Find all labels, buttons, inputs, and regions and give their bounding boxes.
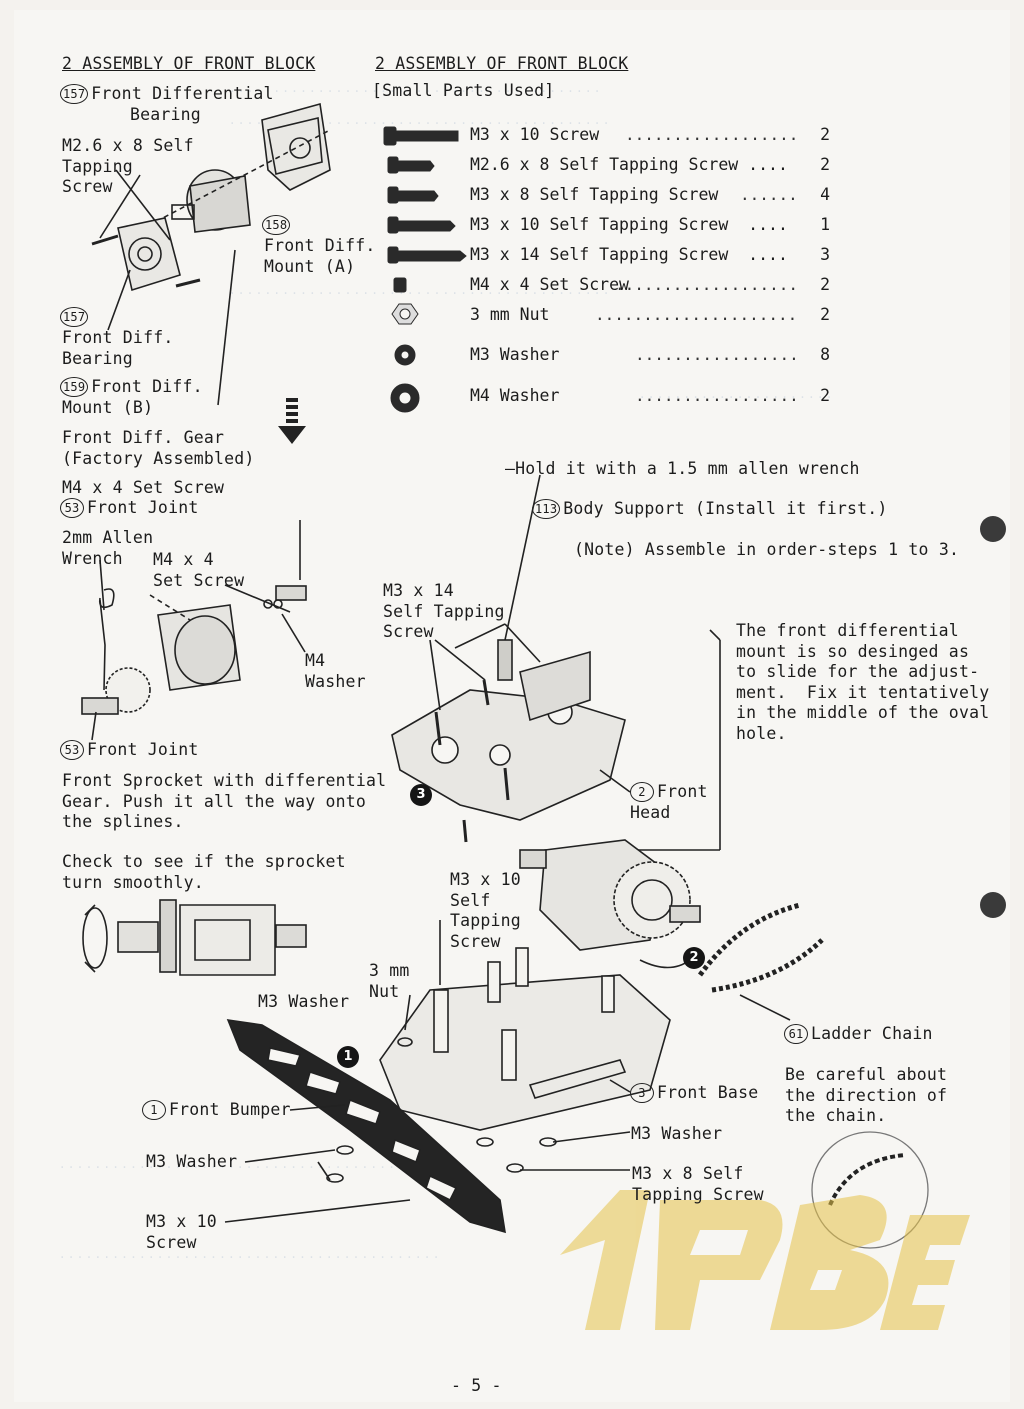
label-text: Front Diff.: [91, 377, 203, 396]
small-parts-title: [Small Parts Used]: [372, 81, 555, 100]
label-m3-washer-top: M3 Washer: [258, 992, 350, 1011]
front-diff-mount-note: The front differential mount is so desin…: [736, 621, 990, 743]
front-base-drawing: [379, 947, 671, 1131]
front-diff-mount-a-drawing: [261, 102, 331, 191]
parts-list-item: M4 Washer...................2: [470, 386, 830, 405]
assemble-order-note: (Note) Assemble in order-steps 1 to 3.: [574, 540, 960, 559]
label-m3-washer-left: M3 Washer: [146, 1152, 238, 1171]
parts-list-item: M3 x 10 Self Tapping Screw ....1: [470, 215, 830, 234]
label-front-diff-bearing-b: 157: [60, 307, 91, 328]
bleed-through-text: · · · · · · · · · · · · · · · · · · · · …: [230, 116, 609, 132]
screw-drawing: [91, 234, 201, 288]
label-mount-b: Mount (B): [62, 398, 154, 417]
part-number-badge: 158: [262, 215, 291, 235]
bleed-through-text: · · · · · · · · · · · · · · · · · · · · …: [60, 1160, 448, 1176]
label-bearing: Bearing: [130, 105, 201, 124]
bleed-through-text: · · · · · · · · · · · · · · · · · · · · …: [640, 390, 832, 406]
label-text: Front Head: [630, 782, 708, 822]
bleed-through-text: · · · · · · · · · · · · · · · · · · · · …: [230, 84, 600, 100]
front-head-drawing: [391, 474, 626, 821]
step-2-badge: 2: [683, 947, 705, 969]
left-section-header: 2 ASSEMBLY OF FRONT BLOCK: [62, 54, 316, 73]
label-text: Body Support (Install it first.): [563, 499, 888, 518]
label-3mm-nut: 3 mm Nut: [369, 961, 410, 1001]
label-m3-washer-right: M3 Washer: [631, 1124, 723, 1143]
label-front-diff-mount-a-text: Front Diff. Mount (A): [264, 236, 376, 276]
page-number: - 5 -: [451, 1376, 502, 1395]
part-number-badge: 53: [60, 498, 84, 518]
hold-allen-note: —Hold it with a 1.5 mm allen wrench: [505, 459, 860, 478]
label-text: Front Joint: [87, 498, 199, 517]
label-m3x10-screw: M3 x 10 Screw: [146, 1212, 217, 1252]
label-text: Front Differential: [91, 84, 274, 103]
label-m26-screw: M2.6 x 8 Self Tapping Screw: [62, 136, 194, 196]
label-front-diff-gear: Front Diff. Gear (Factory Assembled): [62, 428, 255, 468]
bleed-through-text: · · · · · · · · · · · · · · · · · · · · …: [60, 1250, 439, 1266]
label-text: Front Bumper: [169, 1100, 291, 1119]
part-number-badge: 159: [60, 377, 89, 397]
label-front-diff-mount-a: 158: [262, 215, 293, 236]
punch-hole: [980, 892, 1006, 918]
label-m4-set-screw: M4 x 4 Set Screw: [62, 478, 225, 497]
label-text: Ladder Chain: [811, 1024, 933, 1043]
parts-list-item: M4 x 4 Set Screw......................2: [470, 275, 830, 294]
front-diff-mount-b-drawing: [117, 217, 181, 292]
front-diff-gear-drawing: [139, 129, 331, 233]
label-text: Hold it with a 1.5 mm allen wrench: [515, 459, 860, 478]
label-m4-washer: M4 Washer: [305, 651, 366, 691]
front-sprocket-note: Front Sprocket with differential Gear. P…: [62, 771, 387, 831]
label-text: Front Base: [657, 1083, 759, 1102]
bleed-through-text: · · · · · · · · · · · · · · · · · · · · …: [230, 286, 609, 302]
chain-direction-drawing: [811, 1131, 929, 1249]
sprocket-check-drawing: [82, 899, 307, 976]
step-1-badge: 1: [337, 1046, 359, 1068]
label-m3x14-screw: M3 x 14 Self Tapping Screw: [383, 581, 505, 641]
part-number-badge: 3: [630, 1083, 654, 1103]
part-number-badge: 2: [630, 782, 654, 802]
label-front-diff-bearing-b-text: Front Diff. Bearing: [62, 328, 174, 368]
part-number-badge: 113: [532, 499, 561, 519]
label-m3x8-self-tapping: M3 x 8 Self Tapping Screw: [632, 1164, 764, 1204]
parts-list-item: 3 mm Nut..........................2: [470, 305, 830, 324]
chain-direction-note: Be careful about the direction of the ch…: [785, 1065, 948, 1125]
punch-hole: [980, 516, 1006, 542]
diff-gear-joint-drawing: [81, 520, 307, 715]
part-number-badge: 61: [784, 1024, 808, 1044]
part-number-badge: 157: [60, 307, 89, 327]
part-number-badge: 157: [60, 84, 89, 104]
parts-list-item: M3 x 10 Screw....................2: [470, 125, 830, 144]
part-number-badge: 1: [142, 1100, 166, 1120]
down-arrow-icon: [278, 398, 306, 444]
diff-unit-drawing: [519, 839, 701, 951]
label-m4x4-set-screw: M4 x 4 Set Screw: [153, 550, 245, 590]
label-allen-wrench: 2mm Allen Wrench: [62, 528, 154, 568]
label-text: Front Joint: [87, 740, 199, 759]
watermark-logo: [560, 1190, 970, 1330]
screw-drawing: [434, 679, 510, 843]
label-m3x10-self-tapping: M3 x 10 Self Tapping Screw: [450, 870, 521, 951]
right-section-header: 2 ASSEMBLY OF FRONT BLOCK: [375, 54, 629, 73]
front-bumper-drawing: [226, 1019, 506, 1234]
parts-list-item: M3 Washer...................8: [470, 345, 830, 364]
step-3-badge: 3: [410, 784, 432, 806]
parts-list-item: M3 x 8 Self Tapping Screw.......4: [470, 185, 830, 204]
parts-list-item: M2.6 x 8 Self Tapping Screw ....2: [470, 155, 830, 174]
parts-list-item: M3 x 14 Self Tapping Screw ....3: [470, 245, 830, 264]
ladder-chain-drawing: [697, 902, 824, 1021]
part-number-badge: 53: [60, 740, 84, 760]
check-sprocket-note: Check to see if the sprocket turn smooth…: [62, 852, 346, 892]
